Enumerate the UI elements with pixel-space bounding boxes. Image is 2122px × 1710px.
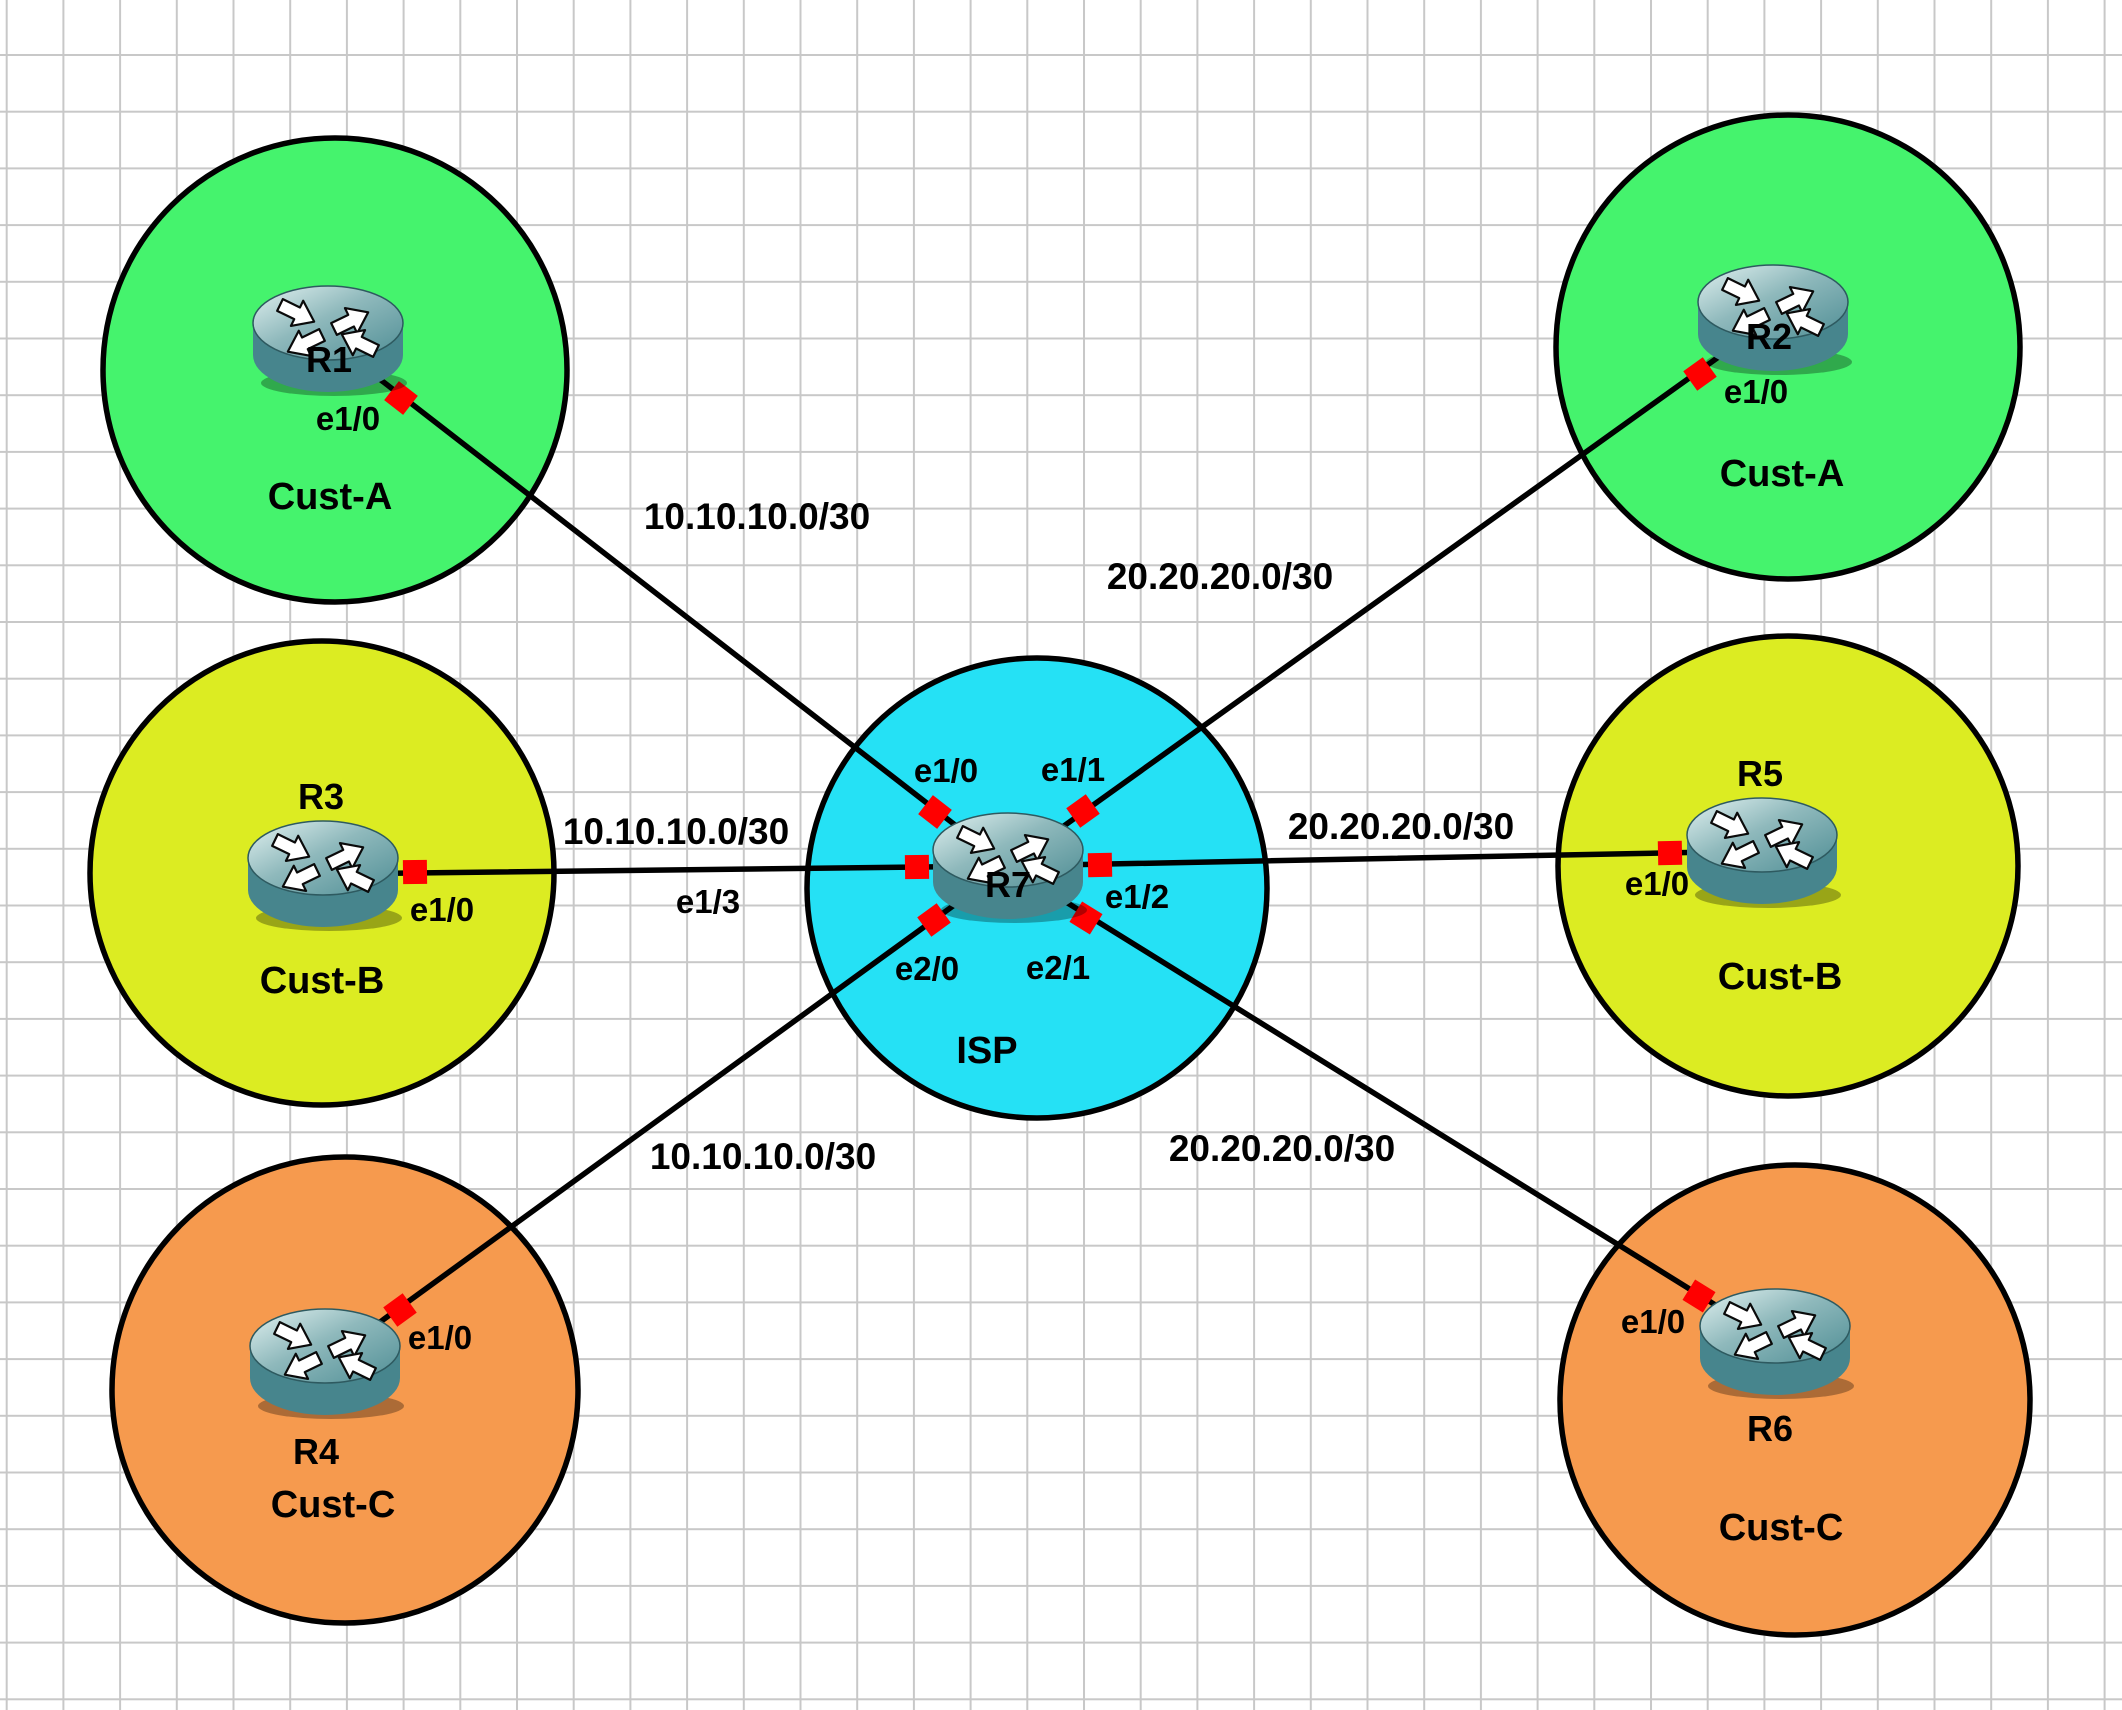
link-r6-r7[interactable] — [1005, 863, 1778, 1345]
port-label-r4: e1/0 — [408, 1319, 472, 1356]
port-marker-r4 — [383, 1293, 417, 1327]
subnet-label-r2-r7: 20.20.20.0/30 — [1107, 556, 1333, 597]
port-label-r7-e1-3: e1/3 — [676, 883, 740, 920]
zone-label-cust-b-right: Cust-B — [1718, 956, 1843, 998]
port-marker-r5 — [1657, 840, 1683, 866]
port-marker-r3 — [402, 859, 428, 885]
port-marker-r7-e1-3 — [904, 854, 930, 880]
link-r3-r7[interactable] — [320, 863, 1011, 877]
zone-label-cust-c-right: Cust-C — [1719, 1507, 1844, 1549]
subnet-label-r1-r7: 10.10.10.0/30 — [644, 496, 870, 537]
router-label-r6: R6 — [1747, 1408, 1793, 1449]
router-label-r2: R2 — [1746, 316, 1792, 357]
port-label-r7-e2-1: e2/1 — [1026, 949, 1090, 986]
zone-label-cust-a-right: Cust-A — [1720, 453, 1845, 495]
router-label-r3: R3 — [298, 776, 344, 817]
zone-label-cust-c-left: Cust-C — [271, 1484, 396, 1526]
port-label-r2: e1/0 — [1724, 373, 1788, 410]
router-icon-r6[interactable] — [1698, 1287, 1856, 1401]
subnet-label-r4-r7: 10.10.10.0/30 — [650, 1136, 876, 1177]
link-r4-r7[interactable] — [322, 863, 1011, 1365]
router-icon-r4[interactable] — [248, 1307, 406, 1421]
subnet-label-r5-r7: 20.20.20.0/30 — [1288, 806, 1514, 847]
port-label-r3: e1/0 — [410, 891, 474, 928]
port-label-r7-e1-0: e1/0 — [914, 752, 978, 789]
port-label-r1: e1/0 — [316, 400, 380, 437]
zone-label-cust-b-left: Cust-B — [260, 960, 385, 1002]
subnet-label-r3-r7: 10.10.10.0/30 — [563, 811, 789, 852]
port-label-r6: e1/0 — [1621, 1303, 1685, 1340]
port-label-r7-e2-0: e2/0 — [895, 950, 959, 987]
port-label-r7-e1-1: e1/1 — [1041, 751, 1105, 788]
link-r1-r7[interactable] — [325, 336, 1011, 869]
router-label-r1: R1 — [306, 339, 352, 380]
router-label-r4: R4 — [293, 1431, 339, 1472]
router-label-r7: R7 — [985, 864, 1031, 905]
port-label-r7-e1-2: e1/2 — [1105, 878, 1169, 915]
link-r5-r7[interactable] — [1005, 848, 1765, 869]
zone-circle-cust-c-right[interactable] — [1557, 1162, 2033, 1638]
zone-label-isp: ISP — [956, 1030, 1017, 1072]
router-label-r5: R5 — [1737, 753, 1783, 794]
port-label-r5: e1/0 — [1625, 865, 1689, 902]
router-icon-r5[interactable] — [1685, 796, 1843, 910]
zone-label-cust-a-left: Cust-A — [268, 476, 393, 518]
port-marker-r6 — [1682, 1279, 1716, 1313]
port-marker-r7-e1-2 — [1087, 852, 1113, 878]
subnet-label-r6-r7: 20.20.20.0/30 — [1169, 1128, 1395, 1169]
router-icon-r3[interactable] — [246, 819, 404, 933]
port-marker-r2 — [1683, 357, 1717, 391]
port-marker-r7-e1-1 — [1066, 794, 1100, 828]
port-marker-r7-e1-0 — [918, 795, 952, 829]
link-r2-r7[interactable] — [1005, 315, 1776, 869]
